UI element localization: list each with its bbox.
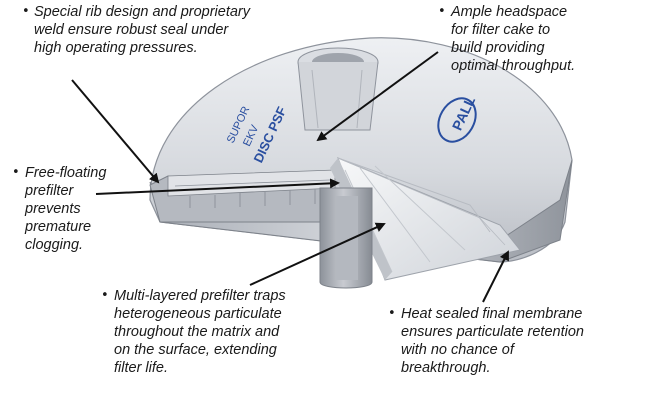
arrow-membrane <box>482 250 509 303</box>
arrow-headspace <box>316 51 439 142</box>
callout-membrane: Heat sealed final membrane ensures parti… <box>401 306 584 376</box>
callout-bullet: • <box>22 4 30 19</box>
callout-bullet: • <box>101 288 109 303</box>
callout-bullet: • <box>12 165 20 180</box>
inlet-tube <box>297 47 379 131</box>
callout-bullet: • <box>438 4 446 19</box>
arrow-prefilter <box>95 178 340 195</box>
callout-multilayer: Multi-layered prefilter traps heterogene… <box>114 288 286 376</box>
callout-headspace: Ample headspace for filter cake to build… <box>451 4 576 74</box>
callout-rib-seal: Special rib design and proprietary weld … <box>34 4 251 56</box>
callout-bullet: • <box>388 306 396 321</box>
arrow-multilayer <box>249 222 386 286</box>
callout-prefilter: Free-floating prefilter prevents prematu… <box>25 165 107 253</box>
outlet-stem <box>319 187 373 289</box>
arrow-rib-seal <box>71 79 160 184</box>
leader-arrows <box>71 51 509 303</box>
